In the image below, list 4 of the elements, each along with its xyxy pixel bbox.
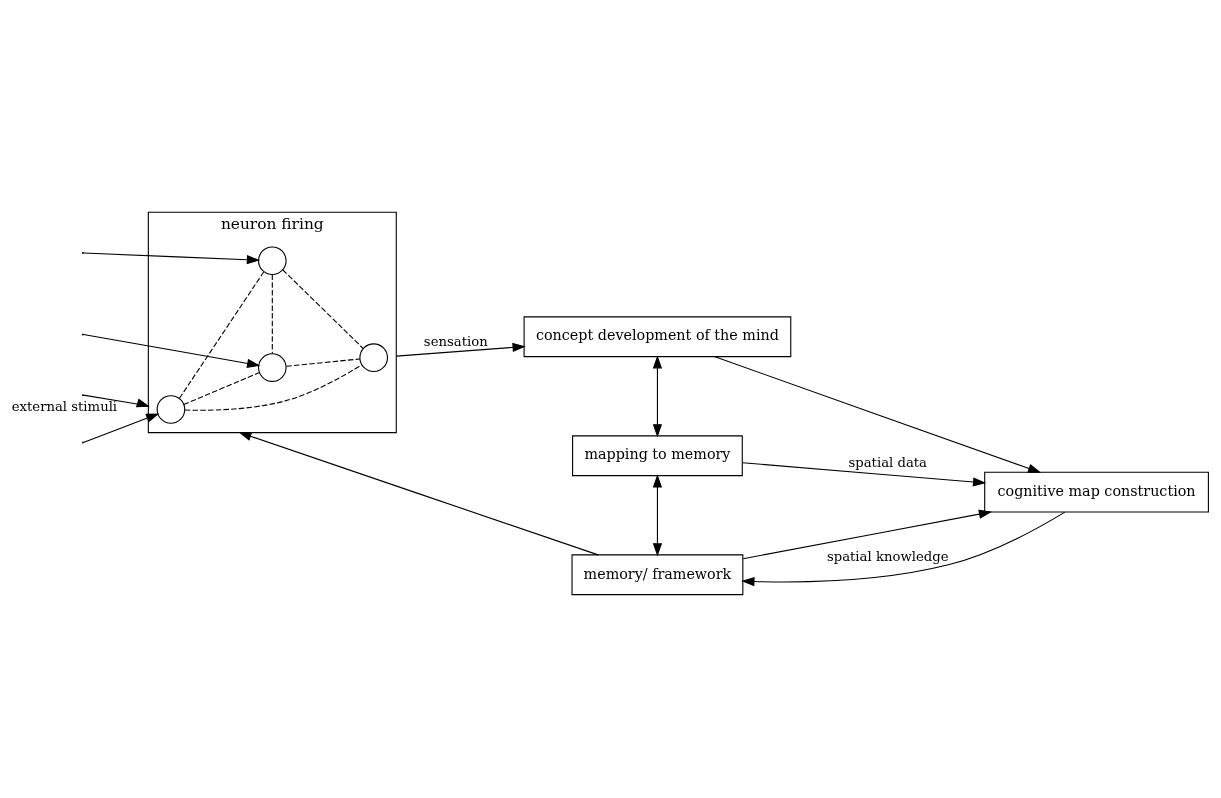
edge-label: spatial knowledge bbox=[826, 549, 949, 565]
edge-label: sensation bbox=[423, 334, 488, 350]
edge-label: spatial data bbox=[848, 455, 927, 471]
edge-label: external stimuli bbox=[11, 399, 118, 415]
